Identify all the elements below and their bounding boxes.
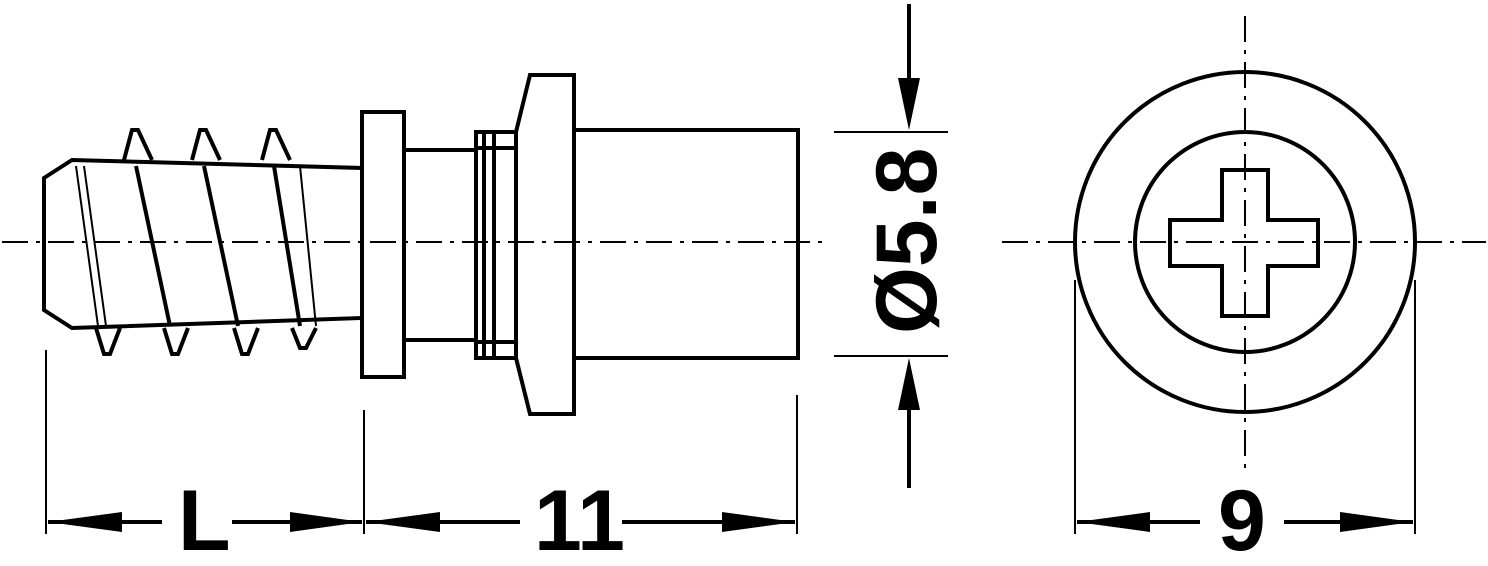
collar-plate	[360, 110, 406, 379]
neck	[402, 148, 478, 342]
thread-helix	[75, 165, 317, 327]
screw-length-label: L	[178, 473, 231, 566]
phillips-recess-icon	[1168, 168, 1320, 318]
end-view	[1002, 16, 1486, 470]
body-length-label: 11	[534, 473, 625, 566]
length-dimensions: L 11	[45, 350, 798, 566]
flange	[514, 73, 576, 416]
head-cylinder	[572, 128, 800, 360]
thread-crests	[94, 128, 318, 356]
diameter-label: Ø5.8	[859, 148, 955, 334]
head-diameter-dimension: 9	[1074, 280, 1416, 566]
side-view	[2, 73, 830, 416]
head-diameter-label: 9	[1218, 473, 1266, 566]
diameter-dimension: Ø5.8	[834, 4, 955, 488]
